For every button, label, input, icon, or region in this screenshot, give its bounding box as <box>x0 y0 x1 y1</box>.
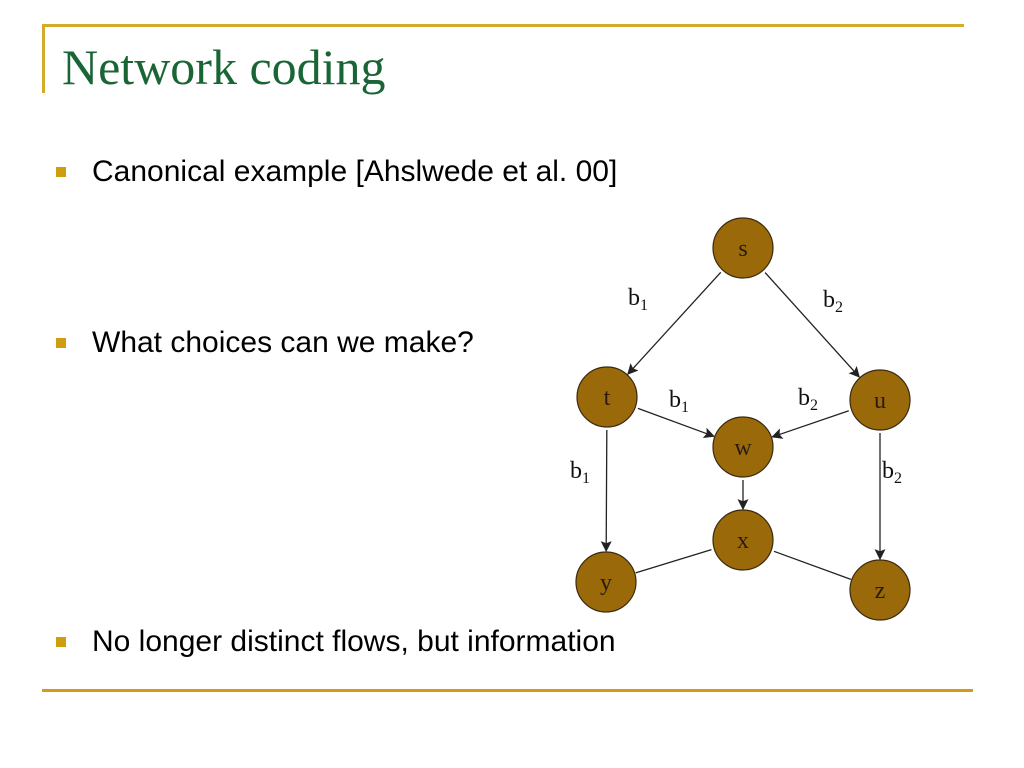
edge-label-s-t: b1 <box>628 285 648 314</box>
bullet-text: What choices can we make? <box>92 326 474 359</box>
node-circle <box>849 369 911 431</box>
node-y: y <box>575 551 637 613</box>
node-circle <box>576 366 638 428</box>
node-label: z <box>875 578 886 604</box>
bullet-square-icon <box>56 167 66 177</box>
top-rule <box>42 24 964 27</box>
node-label: u <box>874 388 886 414</box>
edge-label-u-w: b2 <box>798 385 818 414</box>
edge-u-w <box>771 410 849 439</box>
bottom-rule <box>42 689 973 692</box>
node-w: w <box>712 416 774 478</box>
bullet-item: What choices can we make? <box>56 326 474 360</box>
edge-label-t-w: b1 <box>669 387 689 416</box>
node-label: x <box>737 528 749 554</box>
node-circle <box>575 551 637 613</box>
node-t: t <box>576 366 638 428</box>
slide-title: Network coding <box>62 39 386 95</box>
bullet-text: No longer distinct flows, but informatio… <box>92 625 616 658</box>
left-rule <box>42 24 45 93</box>
node-label: s <box>738 236 747 262</box>
bullet-item: No longer distinct flows, but informatio… <box>56 625 616 659</box>
edge-label-t-y: b1 <box>570 458 590 487</box>
node-circle <box>712 509 774 571</box>
node-x: x <box>712 509 774 571</box>
node-circle <box>712 416 774 478</box>
edge-t-w <box>637 407 715 439</box>
node-z: z <box>849 559 911 621</box>
node-circle <box>712 217 774 279</box>
edge-t-y <box>600 429 612 553</box>
bullet-square-icon <box>56 338 66 348</box>
node-label: y <box>600 570 612 596</box>
edge-x-y <box>635 549 712 574</box>
edge-label-s-u: b2 <box>823 287 843 316</box>
bullet-item: Canonical example [Ahslwede et al. 00] <box>56 155 617 189</box>
edge-s-t <box>627 271 722 375</box>
edge-x-z <box>773 550 852 580</box>
edge-label-u-z: b2 <box>882 458 902 487</box>
bullet-square-icon <box>56 637 66 647</box>
node-circle <box>849 559 911 621</box>
node-s: s <box>712 217 774 279</box>
edge-s-u <box>764 272 860 378</box>
node-u: u <box>849 369 911 431</box>
bullet-text: Canonical example [Ahslwede et al. 00] <box>92 155 618 188</box>
node-label: w <box>734 435 752 461</box>
node-label: t <box>604 385 611 411</box>
